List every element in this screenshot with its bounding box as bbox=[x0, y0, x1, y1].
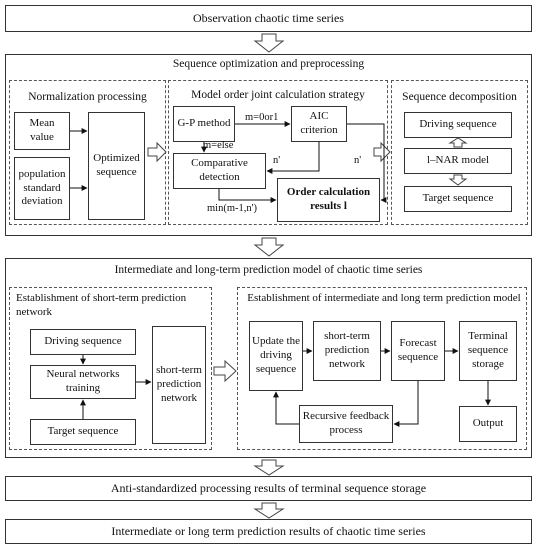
hollow-arrow-nar-up bbox=[448, 137, 468, 148]
block-arrow-4 bbox=[253, 502, 285, 519]
hollow-arrow-nar-down bbox=[448, 174, 468, 186]
order-results-box: Order calculation results l bbox=[277, 178, 380, 222]
short-term-title: Establishment of short-term prediction n… bbox=[16, 292, 187, 318]
hollow-arrow-model-to-decomp bbox=[373, 141, 391, 163]
short-term-group bbox=[9, 287, 212, 450]
nn-training-box: Neural networks training bbox=[30, 365, 136, 399]
recursive-feedback-box: Recursive feedback process bbox=[299, 405, 393, 443]
aic-criterion-box: AIC criterion bbox=[291, 106, 347, 142]
terminal-storage-box: Terminal sequence storage bbox=[459, 321, 517, 381]
final-results-box: Intermediate or long term prediction res… bbox=[5, 519, 532, 544]
optimized-sequence-box: Optimized sequence bbox=[88, 112, 145, 220]
normalization-title: Normalization processing bbox=[28, 91, 147, 103]
lt-stpn-box: short-term prediction network bbox=[313, 321, 381, 381]
block-arrow-3 bbox=[253, 459, 285, 476]
gp-method-box: G-P method bbox=[173, 106, 235, 142]
label-m-else: m=else bbox=[203, 140, 234, 151]
stage1-title: Sequence optimization and preprocessing bbox=[172, 58, 365, 70]
long-term-title: Establishment of intermediate and long t… bbox=[247, 292, 521, 304]
hollow-arrow-short-to-long bbox=[213, 359, 237, 383]
nar-model-box: l–NAR model bbox=[404, 148, 512, 174]
st-target-box: Target sequence bbox=[30, 419, 136, 445]
long-term-group bbox=[237, 287, 527, 450]
mean-value-box: Mean value bbox=[14, 112, 70, 150]
label-min: min(m-1,n') bbox=[207, 203, 258, 214]
block-arrow-2 bbox=[253, 237, 285, 257]
model-order-title: Model order joint calculation strategy bbox=[191, 89, 365, 101]
st-driving-box: Driving sequence bbox=[30, 329, 136, 355]
decomposition-group bbox=[391, 80, 528, 225]
stage2-title: Intermediate and long-term prediction mo… bbox=[114, 264, 423, 276]
forecast-sequence-box: Forecast sequence bbox=[391, 321, 445, 381]
decomp-target-box: Target sequence bbox=[404, 186, 512, 212]
comparative-detection-box: Comparative detection bbox=[173, 153, 266, 189]
block-arrow-1 bbox=[253, 33, 285, 53]
anti-standardized-box: Anti-standardized processing results of … bbox=[5, 476, 532, 501]
output-box: Output bbox=[459, 406, 517, 442]
label-m-0or1: m=0or1 bbox=[245, 112, 279, 123]
decomp-driving-box: Driving sequence bbox=[404, 112, 512, 138]
observation-box: Observation chaotic time series bbox=[5, 5, 532, 32]
hollow-arrow-norm-to-model bbox=[147, 141, 167, 163]
label-n-prime-2: n' bbox=[354, 155, 362, 166]
observation-label: Observation chaotic time series bbox=[193, 11, 344, 25]
st-network-box: short-term prediction network bbox=[152, 326, 206, 444]
update-driving-box: Update the driving sequence bbox=[249, 321, 303, 391]
population-std-box: population standard deviation bbox=[14, 157, 70, 220]
decomposition-title: Sequence decomposition bbox=[402, 91, 517, 103]
label-n-prime-1: n' bbox=[273, 155, 281, 166]
